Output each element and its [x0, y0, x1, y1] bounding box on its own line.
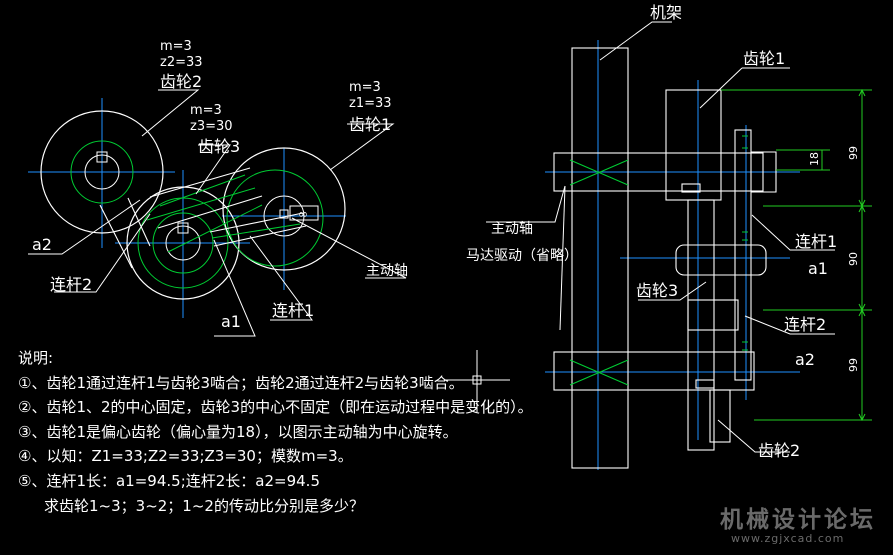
dim-90: 90 [847, 252, 860, 266]
frame-column [571, 47, 629, 469]
right-gear3-label: 齿轮3 [636, 281, 678, 300]
gear2-body [709, 389, 731, 443]
right-link2-label: 连杆2 [784, 315, 826, 334]
notes-title: 说明: [18, 349, 54, 367]
crosshair-cursor [444, 350, 510, 412]
frame-label: 机架 [650, 3, 682, 22]
gear3-teeth: z3=30 [190, 119, 233, 134]
gear2-drawing [40, 110, 164, 234]
notes-block: 说明: ①、齿轮1通过连杆1与齿轮3啮合；齿轮2通过连杆2与齿轮3啮合。 ②、齿… [18, 346, 533, 518]
dim-99-bottom: 99 [847, 358, 860, 372]
dim-18: 18 [808, 152, 821, 166]
note-line-4: ④、以知：Z1=33;Z2=33;Z3=30；模数m=3。 [18, 447, 353, 466]
right-a1-label: a1 [808, 259, 828, 278]
left-a2-label: a2 [32, 235, 52, 254]
gear2-module: m=3 [160, 39, 192, 54]
right-drive-shaft-label: 主动轴 [491, 221, 533, 237]
right-side-view [486, 21, 872, 470]
infinity-symbol: ∞ [298, 207, 308, 221]
note-line-5: ⑤、连杆1长：a1=94.5;连杆2长：a2=94.5 [18, 471, 320, 490]
left-a1-label: a1 [221, 312, 241, 331]
right-gear1-label: 齿轮1 [743, 49, 785, 68]
watermark-url: www.zgjxcad.com [731, 532, 845, 545]
right-a2-label: a2 [795, 350, 815, 369]
right-gear2-label: 齿轮2 [758, 441, 800, 460]
note-line-6: 求齿轮1~3；3~2；1~2的传动比分别是多少？ [44, 496, 364, 515]
gear3-module: m=3 [190, 103, 222, 118]
left-drive-shaft-label: 主动轴 [366, 263, 408, 279]
left-front-view [28, 89, 407, 337]
right-link1-label: 连杆1 [795, 232, 837, 251]
left-view-labels: m=3 z2=33 齿轮2 m=3 z3=30 齿轮3 m=3 z1=33 齿轮… [32, 39, 408, 331]
gear1-label: 齿轮1 [349, 115, 391, 134]
motor-label: 马达驱动（省略） [466, 248, 578, 264]
watermark-title: 机械设计论坛 [720, 507, 876, 533]
gear1-module: m=3 [349, 80, 381, 95]
gear2-teeth: z2=33 [160, 55, 203, 70]
note-line-3: ③、齿轮1是偏心齿轮（偏心量为18），以图示主动轴为中心旋转。 [18, 422, 458, 441]
gear1-drawing [222, 147, 346, 271]
left-link1-label: 连杆1 [272, 301, 314, 320]
left-link2-label: 连杆2 [50, 275, 92, 294]
gear3-body [675, 244, 767, 276]
gear2-label: 齿轮2 [160, 72, 202, 91]
gear1-teeth: z1=33 [349, 96, 392, 111]
note-line-1: ①、齿轮1通过连杆1与齿轮3啮合；齿轮2通过连杆2与齿轮3啮合。 [18, 373, 464, 392]
note-line-2: ②、齿轮1、2的中心固定，齿轮3的中心不固定（即在运动过程中是变化的）。 [18, 398, 533, 417]
gear3-label: 齿轮3 [198, 137, 240, 156]
dim-99-top: 99 [847, 146, 860, 160]
right-view-labels: 机架 齿轮1 主动轴 马达驱动（省略） 连杆1 a1 齿轮3 连杆2 a2 齿轮… [466, 3, 860, 460]
